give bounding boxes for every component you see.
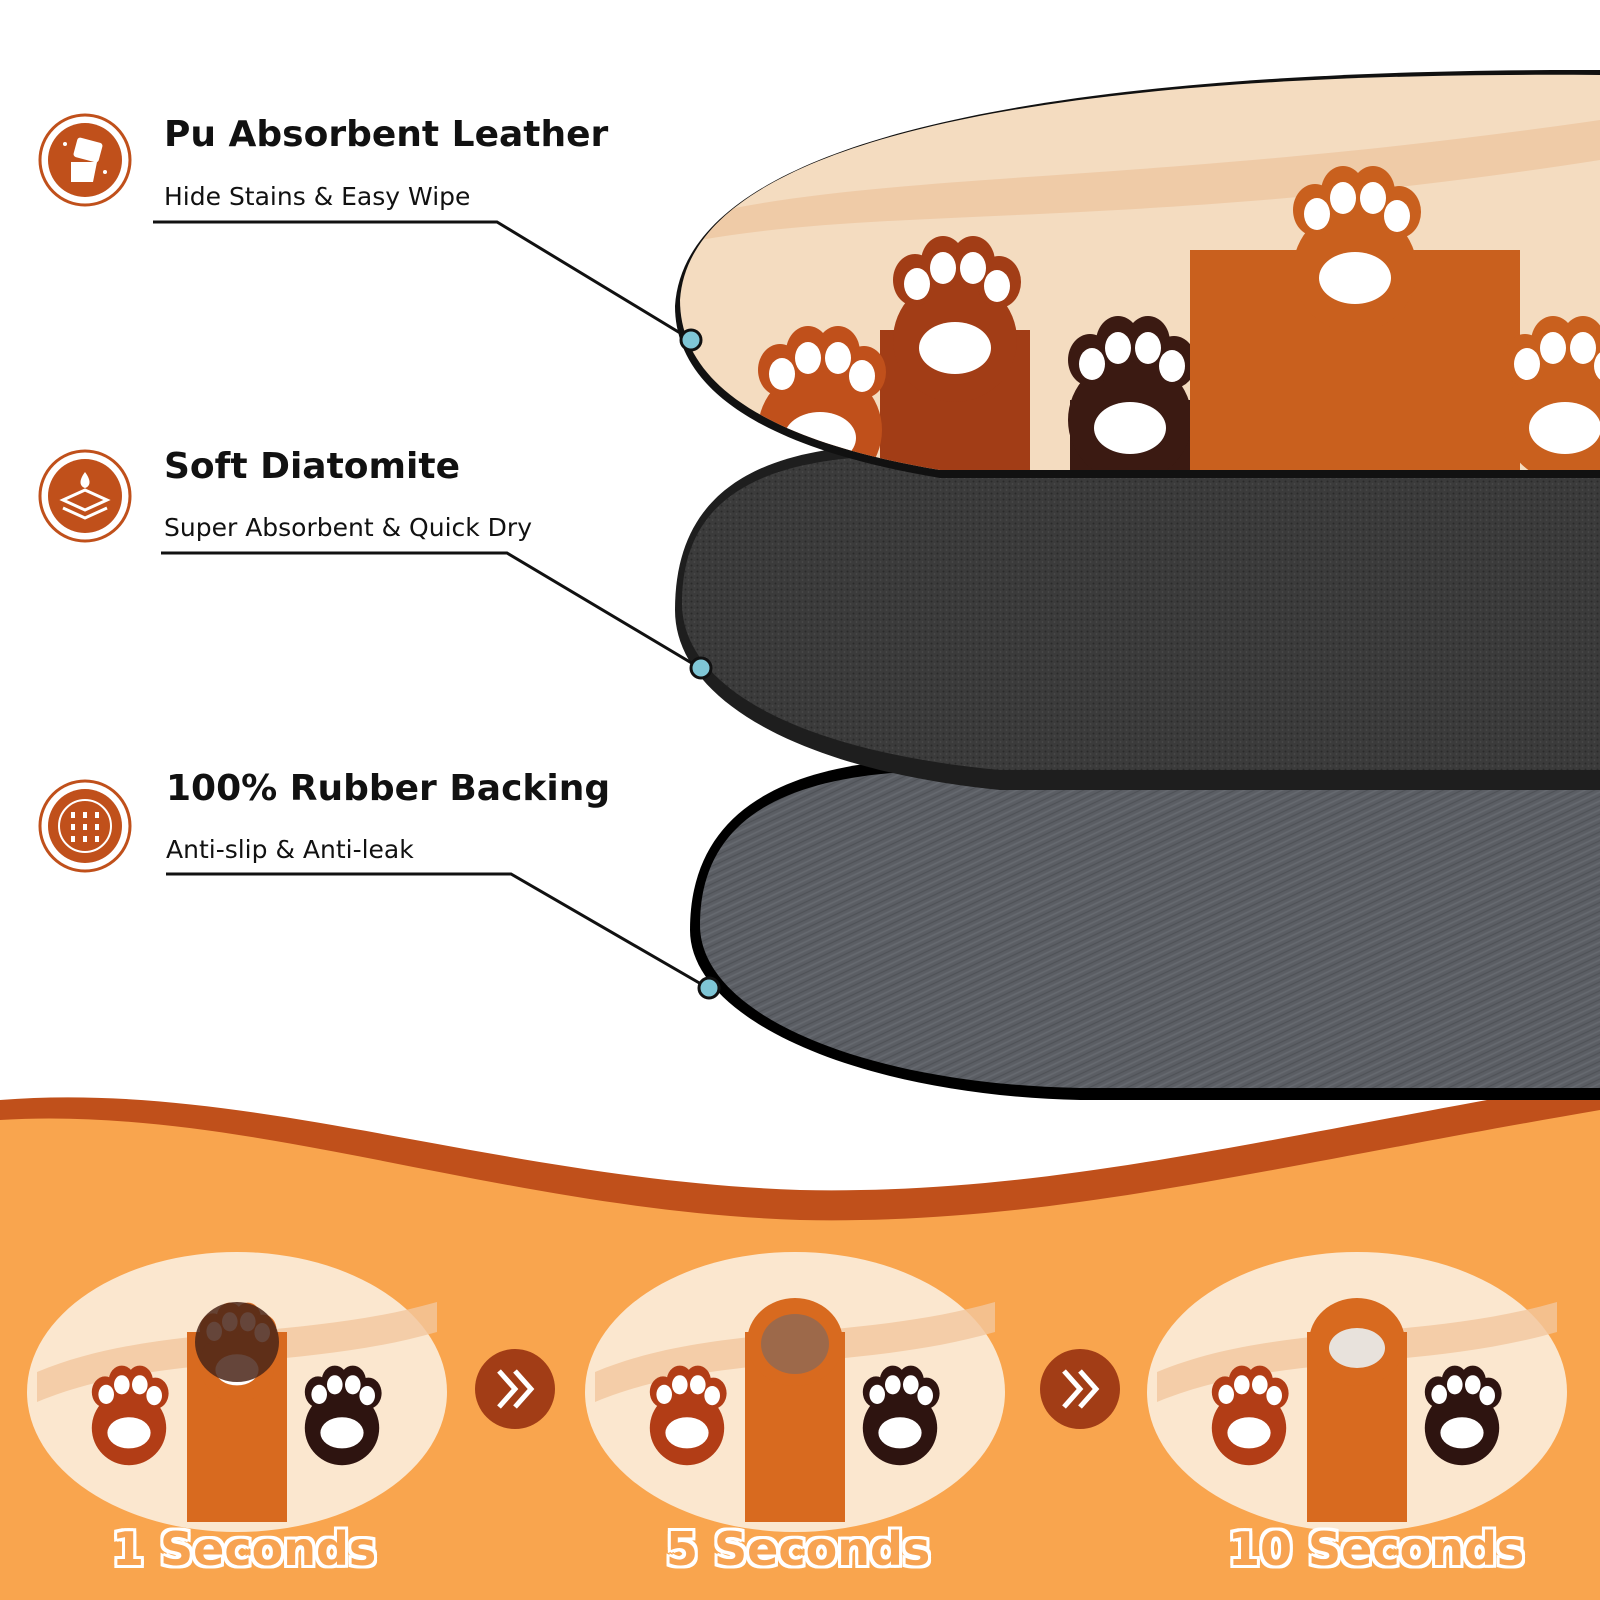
layers-droplet-icon (38, 449, 132, 543)
rubber-backing-layer (690, 760, 1600, 1100)
pu-leather-layer (675, 69, 1600, 478)
hand-wipe-icon (38, 113, 132, 207)
feature-title: 100% Rubber Backing (166, 768, 611, 809)
feature-subtitle: Super Absorbent & Quick Dry (164, 513, 533, 542)
double-chevron-icon (1040, 1349, 1120, 1429)
feature-title: Pu Absorbent Leather (164, 114, 609, 155)
step-label-5: 5 Seconds (666, 1522, 931, 1576)
anti-slip-dots-icon (38, 779, 132, 873)
feature-subtitle: Anti-slip & Anti-leak (166, 835, 414, 864)
leader-lines (153, 220, 709, 990)
feature-subtitle: Hide Stains & Easy Wipe (164, 182, 471, 211)
double-chevron-icon (475, 1349, 555, 1429)
diatomite-layer (675, 445, 1600, 790)
pointer-dots (679, 328, 721, 1000)
step-label-1: 1 Seconds (112, 1522, 377, 1576)
step-illustrations (27, 1252, 1567, 1532)
feature-title: Soft Diatomite (164, 446, 460, 487)
step-label-10: 10 Seconds (1228, 1522, 1525, 1576)
